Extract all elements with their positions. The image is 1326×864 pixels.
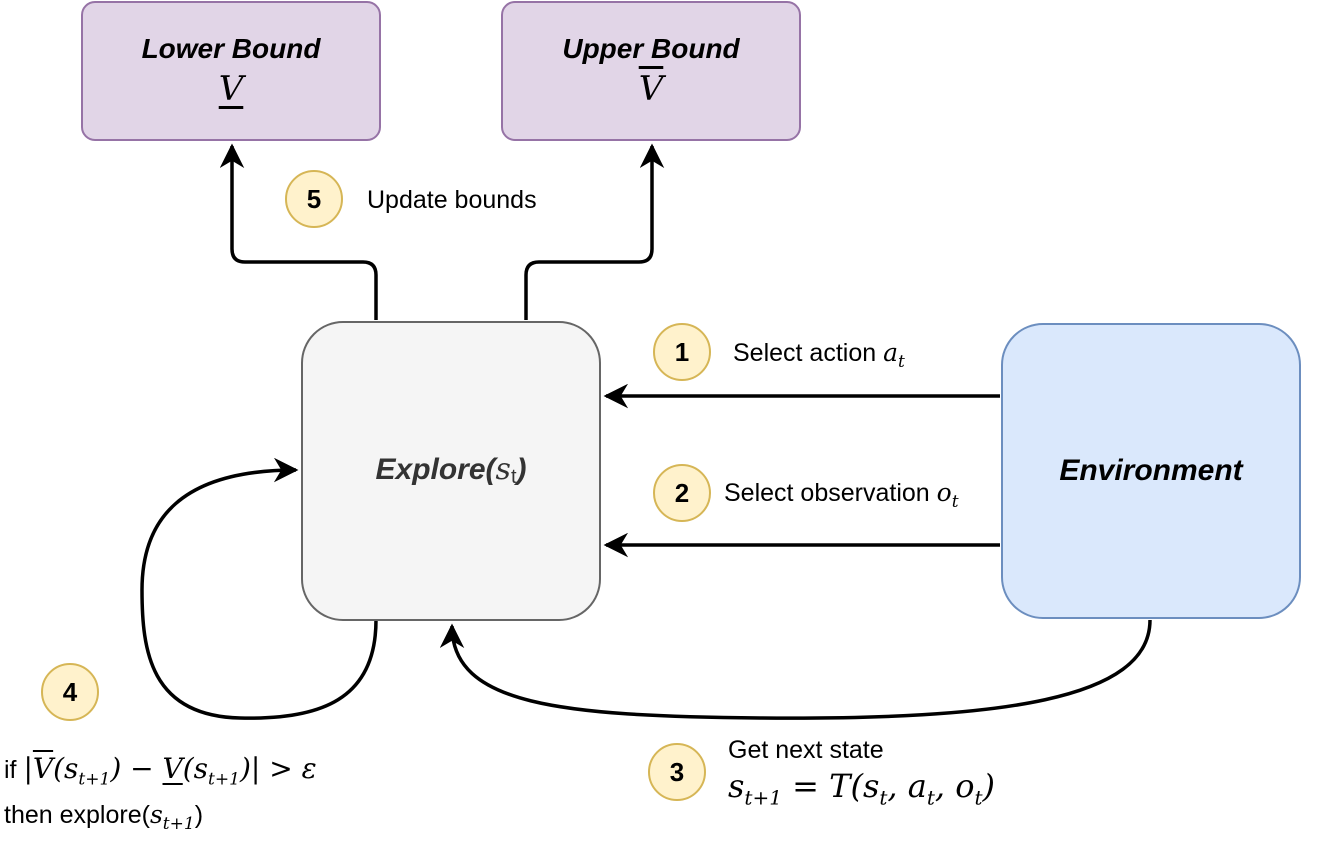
environment-label: Environment <box>1059 454 1243 487</box>
step-4-then: then explore(st+1) <box>4 800 204 834</box>
explore-arg-sub: t <box>510 466 517 489</box>
lower-bound-node: Lower Bound V <box>81 1 381 141</box>
step-3-formula: st+1 = T(st, at, ot) <box>728 767 996 810</box>
step-5-label: Update bounds <box>367 186 537 214</box>
edge-explore-to-lower-bound <box>219 143 378 320</box>
environment-node: Environment <box>1001 323 1301 619</box>
edge-explore-recurse <box>140 457 378 720</box>
explore-node: Explore(st) <box>301 321 601 621</box>
step-4-badge: 4 <box>41 663 99 721</box>
step-5-badge: 5 <box>285 170 343 228</box>
step-2-label: Select observation ot <box>724 478 959 512</box>
step-3-label: Get next state st+1 = T(st, at, ot) <box>728 736 996 810</box>
edge-env-next-state <box>439 619 1152 720</box>
explore-close: ) <box>516 453 527 487</box>
step-1-label: Select action at <box>733 338 905 372</box>
explore-arg: s <box>495 452 511 488</box>
upper-bound-title: Upper Bound <box>562 33 740 64</box>
step-1-badge: 1 <box>653 323 711 381</box>
lower-bound-title: Lower Bound <box>141 33 321 64</box>
lower-bound-symbol: V <box>218 69 244 109</box>
upper-bound-symbol: V <box>638 69 664 109</box>
step-4-condition: if |V(st+1) − V(st+1)| > ε <box>4 752 317 790</box>
step-2-badge: 2 <box>653 464 711 522</box>
edge-explore-to-upper-bound <box>524 143 665 320</box>
upper-bound-node: Upper Bound V <box>501 1 801 141</box>
explore-label: Explore( <box>375 453 496 487</box>
step-3-badge: 3 <box>648 743 706 801</box>
